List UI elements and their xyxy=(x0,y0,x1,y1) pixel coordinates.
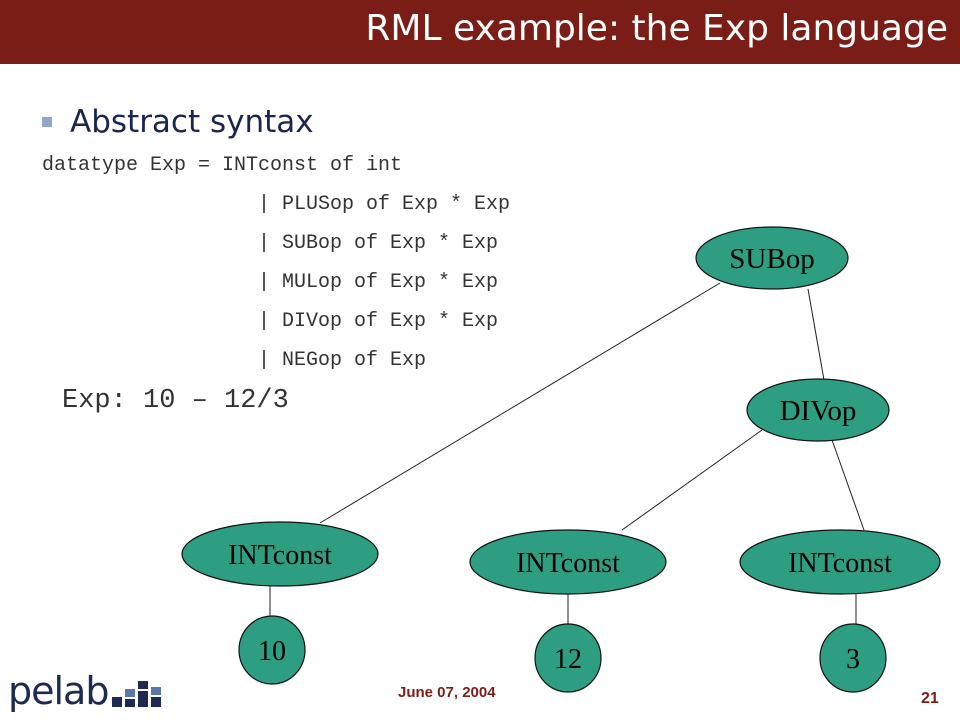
code-line-2: | PLUSop of Exp * Exp xyxy=(258,193,511,216)
title-bar: RML example: the Exp language xyxy=(0,0,960,64)
code-line-5: | DIVop of Exp * Exp xyxy=(258,310,499,333)
code-line-3: | SUBop of Exp * Exp xyxy=(258,232,499,255)
node-subop xyxy=(695,226,849,290)
page-number: 21 xyxy=(921,690,939,707)
code-line-4: | MULop of Exp * Exp xyxy=(258,271,499,294)
edge-divop-intconst-right xyxy=(831,439,865,531)
node-intconst-right xyxy=(739,529,941,595)
edge-divop-intconst-mid xyxy=(621,429,763,531)
label-value-12: 12 xyxy=(554,644,582,675)
pelab-logo: pelab xyxy=(8,672,164,710)
label-value-10: 10 xyxy=(258,636,286,667)
bullet-square-icon xyxy=(42,117,52,127)
expression-text: Exp: 10 – 12/3 xyxy=(62,386,289,416)
node-value-12 xyxy=(534,623,602,693)
label-value-3: 3 xyxy=(846,644,860,675)
code-line-6: | NEGop of Exp xyxy=(258,349,427,372)
label-subop: SUBop xyxy=(729,243,814,275)
label-intconst-mid: INTconst xyxy=(516,548,620,579)
code-line-1: datatype Exp = INTconst of int xyxy=(42,154,403,177)
logo-text: pelab xyxy=(8,669,109,713)
node-value-10 xyxy=(238,615,306,685)
label-intconst-left: INTconst xyxy=(228,540,332,571)
edge-subop-divop xyxy=(807,288,825,381)
footer-date: June 07, 2004 xyxy=(398,684,496,701)
bullet-abstract-syntax: Abstract syntax xyxy=(42,104,314,140)
edge-subop-intconst xyxy=(319,282,721,524)
node-value-3 xyxy=(819,623,887,693)
label-intconst-right: INTconst xyxy=(788,548,892,579)
node-divop xyxy=(746,378,890,442)
slide-title: RML example: the Exp language xyxy=(365,8,948,49)
logo-blocks-icon xyxy=(112,681,162,707)
section-heading: Abstract syntax xyxy=(70,104,314,140)
label-divop: DIVop xyxy=(780,395,857,427)
node-intconst-left xyxy=(181,521,379,587)
node-intconst-mid xyxy=(469,529,667,595)
